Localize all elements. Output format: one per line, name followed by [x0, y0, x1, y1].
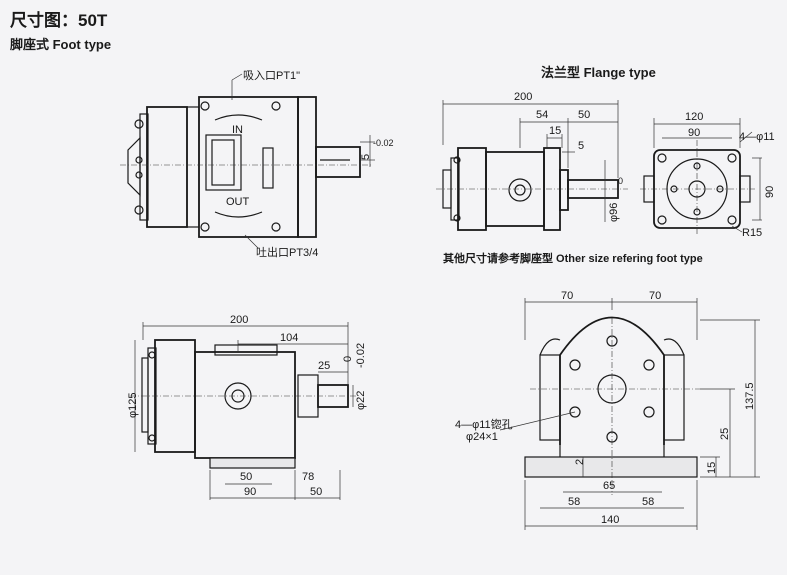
- height-137-5: 137.5: [744, 382, 756, 410]
- shaft-length-25: 25: [318, 360, 331, 372]
- foot-top-view: [120, 73, 375, 249]
- phi96-tolerance: 0: [618, 176, 624, 186]
- dim-58-left: 58: [568, 496, 581, 508]
- holes-4-phi11: 4—φ11: [739, 131, 775, 143]
- base-dim-50: 50: [240, 471, 253, 483]
- dim-90-side: 90: [764, 185, 776, 198]
- height-25: 25: [719, 427, 731, 440]
- key-width-dim: 5: [360, 153, 372, 160]
- base-dim-50-right: 50: [310, 486, 323, 498]
- dim-70-right: 70: [649, 290, 662, 302]
- flange-length-200: 200: [514, 91, 533, 103]
- dim-90-top: 90: [688, 127, 701, 139]
- dim-65: 65: [603, 480, 616, 492]
- flange-type-title: 法兰型 Flange type: [541, 65, 656, 80]
- shaft-tolerance-002: -0.02: [355, 342, 367, 368]
- foot-front-view: [499, 298, 760, 530]
- outlet-label: 吐出口PT3/4: [256, 247, 319, 259]
- side-length-200: 200: [230, 314, 249, 326]
- height-15: 15: [706, 461, 718, 474]
- spotface-depth-2: 2: [574, 458, 586, 465]
- key-tolerance: -0.02: [373, 138, 394, 148]
- dim-140: 140: [601, 514, 620, 526]
- base-dim-78: 78: [302, 471, 315, 483]
- other-size-note: 其他尺寸请参考脚座型 Other size refering foot type: [443, 253, 703, 265]
- dim-70-left: 70: [561, 290, 574, 302]
- base-dim-90: 90: [244, 486, 257, 498]
- shaft-tolerance-0: 0: [342, 355, 354, 362]
- foot-type-subtitle: 脚座式 Foot type: [10, 37, 112, 52]
- dim-50-top: 50: [578, 109, 591, 121]
- in-label: IN: [232, 124, 243, 136]
- page-title: 尺寸图：50T: [10, 11, 108, 30]
- dim-54: 54: [536, 109, 549, 121]
- body-diameter-125: φ125: [127, 392, 139, 419]
- foot-side-view: [130, 322, 358, 500]
- radius-15: R15: [742, 227, 763, 239]
- flange-front-view: [640, 118, 762, 236]
- dim-15: 15: [549, 125, 562, 137]
- dim-120: 120: [685, 111, 704, 123]
- dim-104: 104: [280, 332, 299, 344]
- flange-side-view: [436, 100, 628, 231]
- out-label: OUT: [226, 196, 250, 208]
- shaft-diameter-22: φ22: [355, 390, 367, 410]
- dim-5: 5: [578, 140, 585, 152]
- mount-holes-label: 4—φ11锪孔: [455, 419, 513, 431]
- inlet-label: 吸入口PT1": [243, 70, 301, 82]
- spotface-label: φ24×1: [466, 431, 498, 443]
- flange-diameter-96: φ96: [608, 202, 620, 222]
- dim-58-right: 58: [642, 496, 655, 508]
